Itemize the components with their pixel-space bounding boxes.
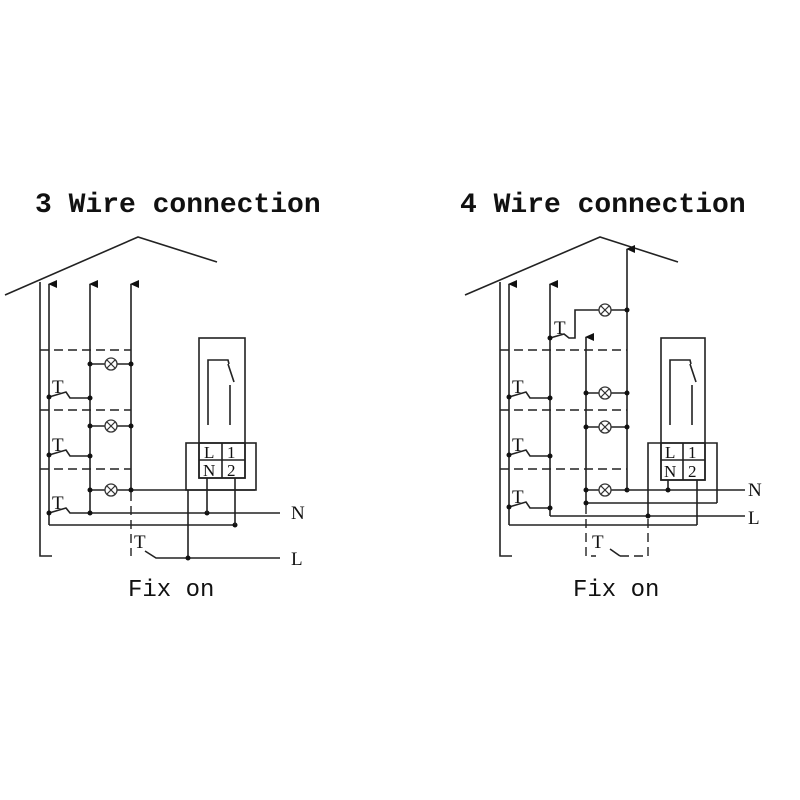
three-wire-title: 3 Wire connection: [35, 190, 321, 221]
switch-label: T: [554, 318, 566, 339]
terminal-n: N: [664, 462, 676, 481]
switch-label: T: [512, 487, 524, 508]
switch-label: T: [52, 493, 64, 514]
lamp-icon: [598, 303, 612, 317]
timer-switch: L 1 N 2: [185, 337, 257, 491]
switch-label: T: [512, 377, 524, 398]
lamp-icon: [104, 357, 118, 371]
terminal-2: 2: [227, 461, 236, 480]
house-wall: [499, 282, 512, 557]
switch-row: T T T: [506, 377, 553, 511]
terminal-n: N: [203, 461, 215, 480]
house-wall: [39, 282, 52, 557]
hidden-wire: [585, 505, 596, 557]
lamp-icon: [598, 483, 612, 497]
terminal-l: L: [204, 443, 214, 462]
neutral-label: N: [748, 480, 762, 501]
house-roof: [4, 236, 218, 296]
terminal-2: 2: [688, 462, 697, 481]
switch-label: T: [134, 532, 146, 553]
lamp-row: [583, 386, 630, 497]
terminal-1: 1: [688, 443, 697, 462]
live-label: L: [291, 549, 303, 570]
lamp-icon: [598, 420, 612, 434]
caption: Fix on: [573, 577, 659, 604]
lamp-icon: [104, 419, 118, 433]
switch-label: T: [52, 435, 64, 456]
terminal-1: 1: [227, 443, 236, 462]
switch-label: T: [52, 377, 64, 398]
switch-label: T: [592, 532, 604, 553]
switch-row: T T T: [46, 377, 280, 516]
neutral-label: N: [291, 503, 305, 524]
lamp-icon: [104, 483, 118, 497]
four-wire-title: 4 Wire connection: [460, 190, 746, 221]
house-roof: [464, 236, 679, 296]
terminal-l: L: [665, 443, 675, 462]
timer-switch: L 1 N 2: [647, 337, 718, 516]
live-wire: [144, 550, 280, 559]
lamp-icon: [598, 386, 612, 400]
caption: Fix on: [128, 577, 214, 604]
four-wire-diagram: 4 Wire connection T T T T: [460, 190, 762, 604]
live-label: L: [748, 508, 760, 529]
hidden-wire: [620, 518, 649, 557]
three-wire-diagram: 3 Wire connection T T T: [4, 190, 321, 604]
switch-label: T: [512, 435, 524, 456]
